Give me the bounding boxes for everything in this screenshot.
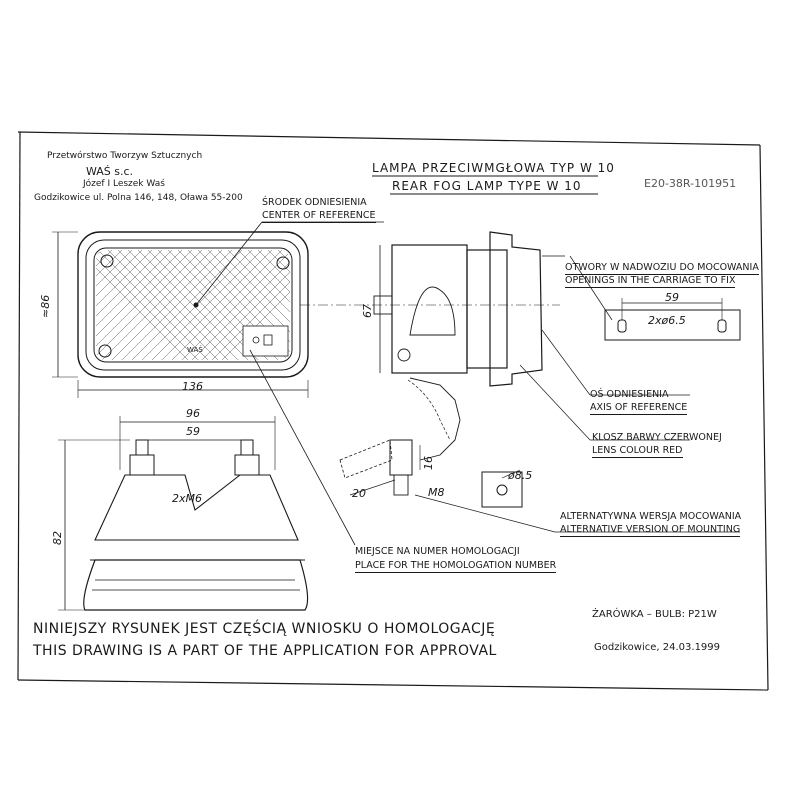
dim-alt-hole: ø8.5: [508, 469, 533, 482]
label-bulb: ŻARÓWKA – BULB: P21W: [592, 609, 717, 620]
company-line4: Godzikowice ul. Polna 146, 148, Oława 55…: [34, 193, 243, 203]
company-line1: Przetwórstwo Tworzyw Sztucznych: [47, 151, 203, 161]
title-en: REAR FOG LAMP TYPE W 10: [392, 179, 582, 193]
dim-bottom-holes: 59: [186, 425, 200, 438]
dim-hole-spacing: 59: [665, 291, 679, 304]
label-center-ref-pl: ŚRODEK ODNIESIENIA: [262, 197, 367, 208]
openings-detail: [569, 255, 741, 341]
approval-code: E20-38R-101951: [644, 177, 737, 190]
dim-front-height: ≈86: [39, 294, 52, 318]
dim-alt-thread: M8: [428, 486, 445, 499]
label-center-ref-en: CENTER OF REFERENCE: [262, 210, 376, 223]
label-homol-en: PLACE FOR THE HOMOLOGATION NUMBER: [355, 560, 557, 573]
lamp-mark: WAŚ: [187, 346, 203, 354]
dim-bottom-thread: 2xM6: [172, 492, 202, 505]
label-date: Godzikowice, 24.03.1999: [594, 642, 721, 653]
label-axis-ref-pl: OŚ ODNIESIENIA: [590, 389, 669, 400]
label-axis-ref-en: AXIS OF REFERENCE: [590, 402, 688, 415]
dim-side-height: 67: [361, 304, 374, 318]
label-alt-pl: ALTERNATYWNA WERSJA MOCOWANIA: [560, 511, 742, 522]
statement-pl: NINIEJSZY RYSUNEK JEST CZĘŚCIĄ WNIOSKU O…: [33, 621, 496, 637]
label-openings-en: OPENINGS IN THE CARRIAGE TO FIX: [565, 275, 736, 288]
dim-hole-diameter: 2xø6.5: [648, 314, 686, 327]
title-underlines: [372, 175, 598, 195]
side-view: [300, 231, 740, 533]
bottom-view: [58, 416, 309, 611]
label-lens-en: LENS COLOUR RED: [592, 445, 683, 458]
label-homol-pl: MIEJSCE NA NUMER HOMOLOGACJI: [355, 546, 520, 557]
lens-hatching: [96, 250, 290, 360]
statement-en: THIS DRAWING IS A PART OF THE APPLICATIO…: [33, 643, 497, 659]
title-pl: LAMPA PRZECIWMGŁOWA TYP W 10: [372, 161, 615, 175]
company-line3: Józef I Leszek Waś: [83, 179, 165, 189]
sheet-border: [17, 131, 769, 691]
company-line2: WAŚ s.c.: [86, 165, 134, 178]
label-lens-pl: KLOSZ BARWY CZERWONEJ: [592, 432, 722, 443]
dim-front-width: 136: [182, 380, 203, 393]
label-openings-pl: OTWORY W NADWOZIU DO MOCOWANIA: [565, 262, 759, 275]
dim-bottom-height: 82: [51, 531, 64, 545]
label-alt-en: ALTERNATIVE VERSION OF MOUNTING: [560, 524, 741, 537]
front-view: [52, 221, 384, 546]
dim-alt-angle: 20: [352, 487, 366, 500]
dim-bottom-width: 96: [186, 407, 200, 420]
dim-alt-16: 16: [422, 456, 435, 470]
